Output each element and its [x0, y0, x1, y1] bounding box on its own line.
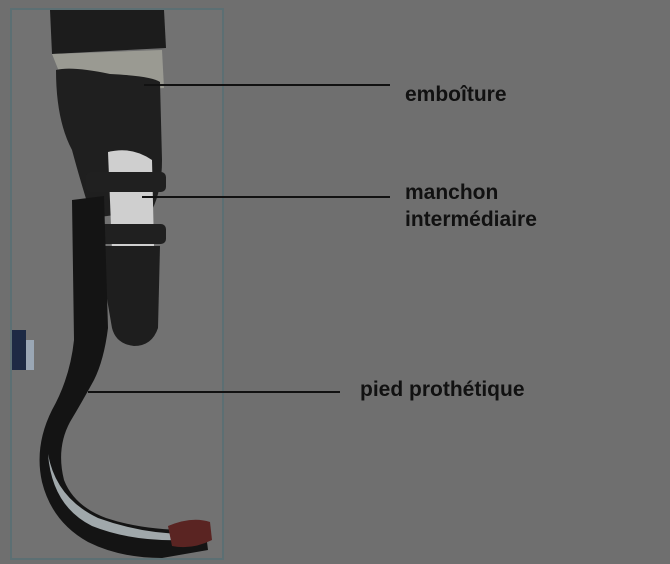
- label-emboiture: emboîture: [405, 81, 507, 108]
- label-manchon-line1: manchon: [405, 179, 537, 206]
- label-manchon-intermediaire: manchon intermédiaire: [405, 179, 537, 234]
- label-pied-text: pied prothétique: [360, 376, 525, 403]
- label-emboiture-text: emboîture: [405, 81, 507, 108]
- label-pied-prothetique: pied prothétique: [360, 376, 525, 403]
- label-manchon-line2: intermédiaire: [405, 206, 537, 233]
